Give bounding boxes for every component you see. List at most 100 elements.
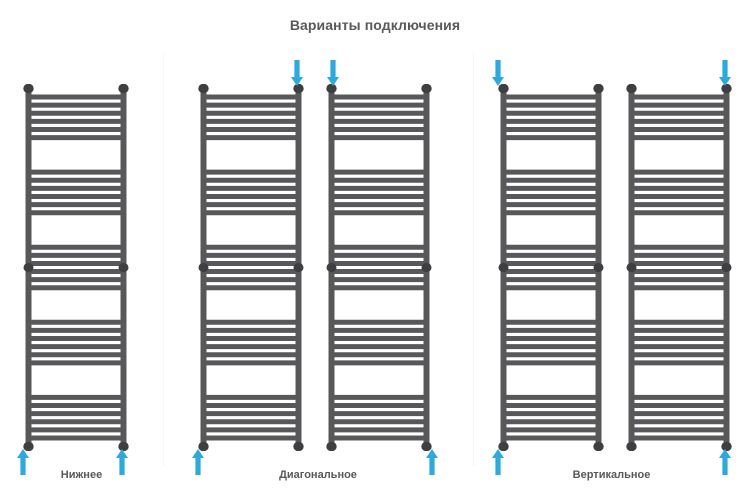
radiator-rung [25, 277, 127, 283]
radiator-end-cap [721, 441, 732, 451]
radiator-rung [25, 269, 127, 275]
radiator-diagonal-2 [325, 84, 433, 451]
radiator-rung [500, 269, 602, 275]
radiator-rung [500, 411, 602, 417]
radiator-rung [628, 177, 730, 183]
arrow-bottom-right-icon [425, 449, 439, 475]
radiator-mid-joint [593, 262, 604, 273]
arrow-bottom-right-icon [718, 449, 732, 475]
radiator-rung [500, 135, 602, 141]
radiator-rung [628, 269, 730, 275]
radiator-rung [200, 202, 302, 208]
radiator-graphic [326, 84, 432, 451]
radiator-rung [200, 419, 302, 425]
radiator-rung [628, 185, 730, 191]
radiator-mid-joint [421, 262, 432, 273]
radiator-rung [25, 435, 127, 441]
radiator-mid-joint [118, 262, 129, 273]
radiator-rung [200, 126, 302, 132]
radiator-rung [628, 193, 730, 199]
arrow-top-right-icon [290, 60, 304, 86]
radiator-rung [328, 336, 430, 342]
radiator-rung [25, 360, 127, 366]
radiator-rung [628, 110, 730, 116]
radiator-end-cap [326, 84, 337, 94]
radiator-rung [500, 352, 602, 358]
radiator-end-cap [721, 84, 732, 94]
radiator-rung [328, 169, 430, 175]
radiator-graphic [626, 84, 732, 451]
radiator-end-cap [198, 84, 209, 94]
arrow-bottom-right-icon [115, 449, 129, 475]
radiator-rung [628, 403, 730, 409]
radiator-rung [328, 419, 430, 425]
radiator-rung [500, 202, 602, 208]
radiator-rung [628, 344, 730, 350]
radiator-rung [25, 419, 127, 425]
radiator-rung [200, 244, 302, 250]
radiator-rung [328, 435, 430, 441]
arrow-top-left-icon [491, 60, 505, 86]
arrow-bottom-left-icon [16, 449, 30, 475]
page-title: Варианты подключения [289, 17, 461, 33]
radiator-rung [500, 94, 602, 100]
radiator-rung [200, 285, 302, 291]
radiator-rung [200, 360, 302, 366]
radiator-vertical-1 [497, 84, 605, 451]
radiator-rung [25, 110, 127, 116]
radiator-rung [500, 360, 602, 366]
radiator-rung [628, 319, 730, 325]
radiator-rung [200, 135, 302, 141]
radiator-rung [628, 210, 730, 216]
radiator-rung [500, 344, 602, 350]
radiator-rung [500, 102, 602, 108]
radiator-rung [200, 277, 302, 283]
radiator-rung [628, 427, 730, 433]
radiator-rung [500, 244, 602, 250]
radiator-rung [628, 394, 730, 400]
arrow-bottom-left-icon [191, 449, 205, 475]
radiator-rung [328, 244, 430, 250]
radiator-rung [328, 185, 430, 191]
radiator-mid-joint [326, 262, 337, 273]
section-label-bottom: Нижнее [60, 469, 103, 481]
radiator-rung [328, 210, 430, 216]
radiator-rung [25, 427, 127, 433]
radiator-rung [500, 185, 602, 191]
radiator-rung [200, 94, 302, 100]
radiator-rung [628, 352, 730, 358]
radiator-rung [25, 403, 127, 409]
radiator-rung [328, 352, 430, 358]
radiator-rung [200, 319, 302, 325]
radiator-rung [628, 244, 730, 250]
radiator-rung [500, 110, 602, 116]
radiator-rung [500, 419, 602, 425]
radiator-rung [328, 319, 430, 325]
radiator-rung [200, 260, 302, 266]
radiator-rung [328, 260, 430, 266]
radiator-rung [628, 277, 730, 283]
radiator-rung [628, 94, 730, 100]
radiator-rung [25, 252, 127, 258]
radiator-end-cap [293, 441, 304, 451]
radiator-rung [25, 118, 127, 124]
radiator-end-cap [293, 84, 304, 94]
radiator-rung [628, 202, 730, 208]
radiator-rung [500, 394, 602, 400]
radiator-rung [25, 319, 127, 325]
radiator-rung [328, 94, 430, 100]
radiator-rung [25, 177, 127, 183]
radiator-end-cap [118, 441, 129, 451]
radiator-rung [628, 126, 730, 132]
section-label-diagonal: Диагональное [279, 469, 357, 481]
radiator-rung [500, 403, 602, 409]
radiator-rung [628, 419, 730, 425]
section-divider [163, 52, 165, 465]
radiator-rung [328, 269, 430, 275]
radiator-rung [200, 177, 302, 183]
radiator-rung [500, 327, 602, 333]
radiator-rung [628, 360, 730, 366]
radiator-rung [328, 403, 430, 409]
radiator-rung [200, 210, 302, 216]
